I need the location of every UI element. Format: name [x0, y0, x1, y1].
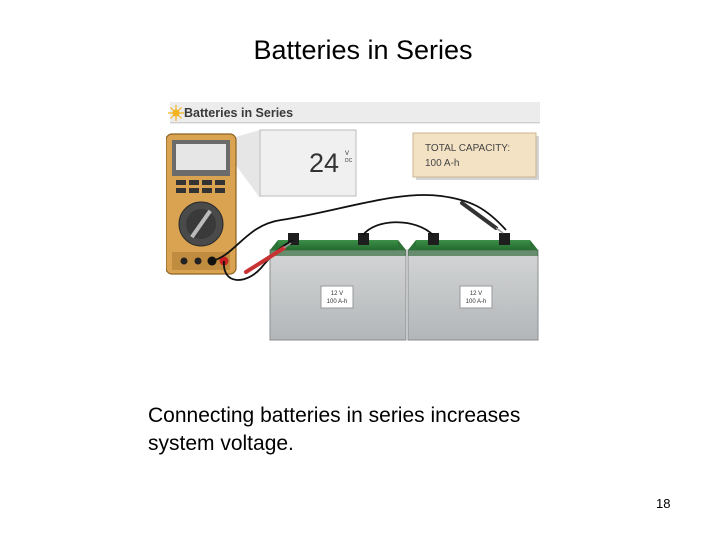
- red-probe: [244, 242, 292, 274]
- battery-left-voltage: 12 V: [331, 291, 343, 297]
- battery-right-voltage: 12 V: [470, 291, 482, 297]
- figure-header-text: Batteries in Series: [184, 106, 293, 120]
- battery-right: 12 V 100 A-h: [407, 233, 539, 341]
- sun-icon: [168, 105, 184, 121]
- slide-caption: Connecting batteries in series increases…: [148, 402, 608, 458]
- multimeter: [166, 133, 237, 275]
- page-number: 18: [656, 496, 671, 511]
- figure-header: Batteries in Series: [168, 102, 540, 124]
- meter-reading: 24: [309, 148, 339, 178]
- slide-title: Batteries in Series: [253, 35, 473, 65]
- caption-line-1: Connecting batteries in series increases: [148, 404, 521, 427]
- meter-unit-v: V: [345, 151, 349, 157]
- capacity-label: TOTAL CAPACITY:: [425, 143, 510, 154]
- caption-line-2: system voltage.: [148, 432, 294, 455]
- series-wiring: [211, 194, 507, 281]
- capacity-value: 100 A-h: [425, 158, 459, 169]
- batteries-in-series-figure: Batteries in Series 24 V DC TOTAL CAPACI…: [166, 102, 540, 341]
- meter-display-callout: 24 V DC: [232, 129, 357, 198]
- battery-left: 12 V 100 A-h: [269, 233, 407, 341]
- meter-unit-dc: DC: [345, 158, 353, 164]
- black-probe: [460, 201, 504, 234]
- total-capacity-box: TOTAL CAPACITY: 100 A-h: [412, 132, 539, 180]
- battery-right-capacity: 100 A-h: [466, 299, 487, 305]
- battery-left-capacity: 100 A-h: [327, 299, 348, 305]
